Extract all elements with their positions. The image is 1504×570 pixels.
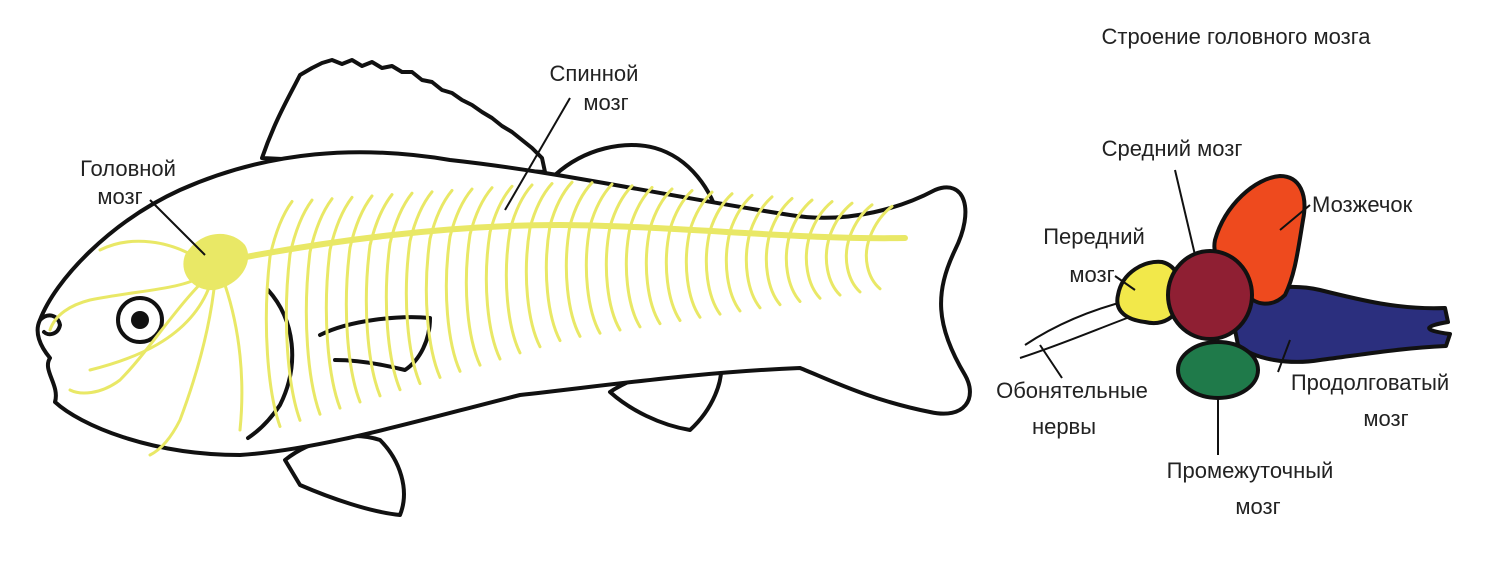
- olfactory-nerves-label-line2: нервы: [1032, 414, 1096, 439]
- spinal-cord-label-line1: Спинной: [550, 61, 639, 86]
- diencephalon-label-line1: Промежуточный: [1167, 458, 1334, 483]
- medulla-label-line2: мозг: [1363, 406, 1408, 431]
- medulla-label-line1: Продолговатый: [1291, 370, 1449, 395]
- spinal-cord-label-line2: мозг: [583, 90, 628, 115]
- midbrain-leader-line: [1175, 170, 1195, 255]
- cerebellum-label: Мозжечок: [1312, 192, 1413, 217]
- olfactory-leader-line: [1040, 345, 1062, 378]
- midbrain-shape: [1168, 251, 1252, 339]
- olfactory-nerves-label-line1: Обонятельные: [996, 378, 1148, 403]
- forebrain-label-line2: мозг: [1069, 262, 1114, 287]
- diencephalon-label-line2: мозг: [1235, 494, 1280, 519]
- brain-label-line2: мозг: [97, 184, 142, 209]
- diencephalon-shape: [1178, 342, 1258, 398]
- fish-illustration: [38, 60, 970, 515]
- forebrain-label-line1: Передний: [1043, 224, 1145, 249]
- brain-label-line1: Головной: [80, 156, 176, 181]
- brain-structure-title: Строение головного мозга: [1101, 24, 1371, 49]
- fish-pupil: [131, 311, 149, 329]
- midbrain-label: Средний мозг: [1102, 136, 1243, 161]
